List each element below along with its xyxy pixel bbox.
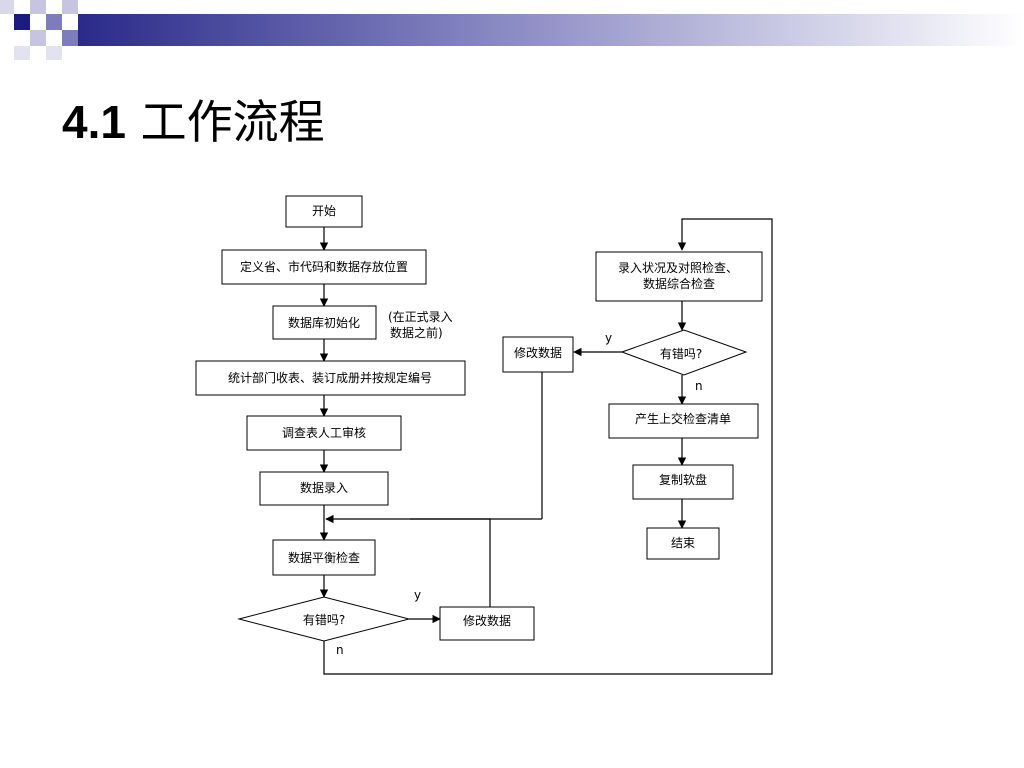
node-balance-check	[272, 539, 376, 576]
label-left-yes: y	[414, 588, 421, 602]
node-left-modify	[439, 606, 535, 641]
node-collect	[195, 360, 466, 396]
node-init-db	[272, 305, 377, 340]
node-right-decision	[620, 329, 748, 376]
label-right-decision: 有错吗?	[660, 347, 702, 361]
label-collect: 统计部门收表、装订成册并按规定编号	[228, 370, 432, 385]
line-left-no-path	[323, 218, 773, 675]
node-left-decision	[237, 596, 411, 642]
label-end: 结束	[671, 536, 695, 550]
label-balance-check: 数据平衡检查	[288, 550, 360, 565]
label-entry: 数据录入	[300, 480, 348, 495]
label-init-note-2: 数据之前)	[390, 325, 443, 340]
label-left-modify: 修改数据	[463, 613, 511, 628]
label-right-modify: 修改数据	[514, 345, 562, 360]
label-left-decision: 有错吗?	[303, 613, 345, 627]
node-review	[246, 415, 402, 451]
node-end	[646, 527, 720, 560]
node-entry	[259, 471, 389, 506]
slide-title: 4.1 工作流程	[62, 86, 325, 152]
title-number: 4.1	[62, 96, 126, 148]
line-modify-left-return	[410, 518, 491, 607]
header-decoration	[0, 0, 1024, 60]
label-right-no: n	[695, 379, 703, 393]
label-left-no: n	[336, 643, 344, 657]
label-copy-disk: 复制软盘	[659, 472, 707, 487]
label-define: 定义省、市代码和数据存放位置	[240, 259, 408, 274]
node-start	[285, 195, 363, 228]
node-report	[608, 403, 759, 439]
label-init-note-1: (在正式录入	[388, 310, 453, 324]
title-text: 工作流程	[140, 95, 325, 149]
label-entry-check-2: 数据综合检查	[643, 276, 715, 291]
label-review: 调查表人工审核	[282, 425, 366, 440]
label-right-yes: y	[605, 331, 612, 345]
label-start: 开始	[312, 204, 336, 218]
node-define	[221, 249, 427, 285]
node-entry-check	[595, 251, 763, 302]
label-entry-check-1: 录入状况及对照检查、	[618, 260, 738, 275]
label-report: 产生上交检查清单	[635, 411, 731, 426]
node-right-modify	[502, 336, 574, 373]
node-copy-disk	[632, 464, 734, 500]
label-init-db: 数据库初始化	[288, 315, 360, 330]
